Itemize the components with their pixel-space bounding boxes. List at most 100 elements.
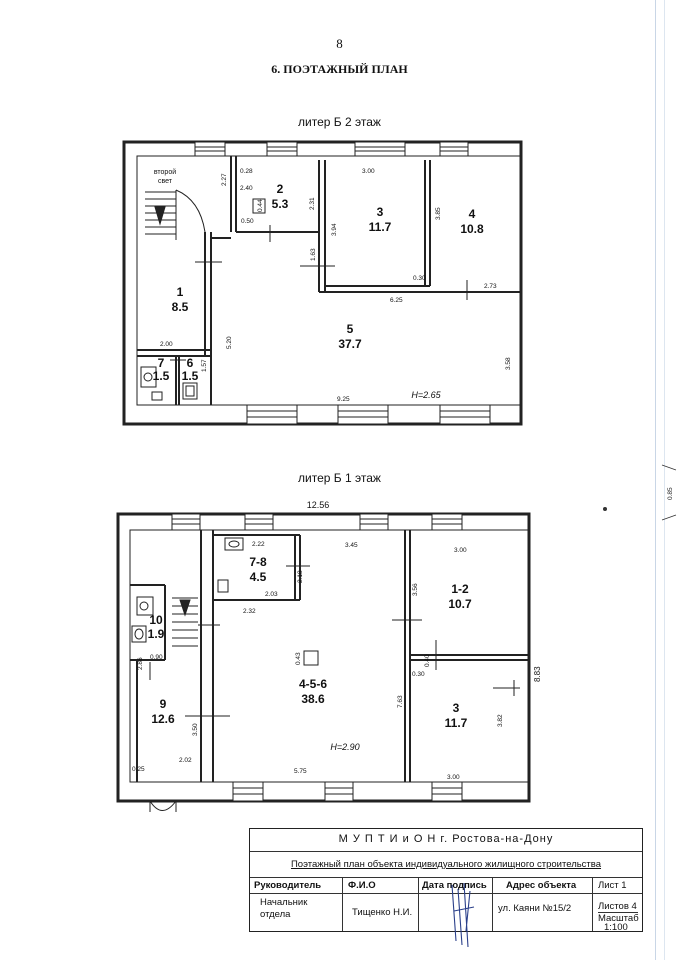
floor1-windows (171, 513, 463, 802)
dim: 0.90 (150, 654, 163, 661)
title-block: М У П Т И и О Н г. Ростова-на-Дону Поэта… (249, 828, 643, 948)
scale-label: Масштаб (598, 913, 639, 924)
floor1-room-3-num: 3 (453, 701, 460, 715)
dim: 3.94 (331, 223, 338, 236)
dim: 3.56 (412, 583, 419, 596)
floor2-internal-walls (137, 156, 521, 405)
floor2-room-5-num: 5 (347, 322, 354, 336)
dim: 3.85 (435, 207, 442, 220)
dim: 1.57 (201, 359, 208, 372)
dim: 5.20 (226, 336, 233, 349)
floor2-note-line2: свет (158, 178, 173, 185)
dim: 0.25 (132, 766, 145, 773)
dim: 6.25 (390, 297, 403, 304)
dim: 2.73 (484, 283, 497, 290)
floor2-room-7-num: 7 (158, 356, 165, 370)
floor2-room-1-num: 1 (177, 285, 184, 299)
dim: 2.31 (309, 197, 316, 210)
floor1-room-10-num: 10 (149, 613, 163, 627)
dim: 3.82 (497, 714, 504, 727)
side-mark-value: 0.85 (667, 487, 674, 500)
floor1-overall-width: 12.56 (307, 500, 330, 510)
floor2-room-6-area: 1.5 (182, 369, 199, 383)
binding-margin-line-secondary (664, 0, 665, 960)
floor1-room-456-num: 4-5-6 (299, 677, 327, 691)
floor1-title: литер Б 1 этаж (298, 471, 381, 485)
role-line1: Начальник (260, 897, 308, 908)
title-block-org-row: М У П Т И и О Н г. Ростова-на-Дону (250, 829, 642, 852)
dim: 2.86 (137, 657, 144, 670)
dim: 2.18 (297, 570, 304, 583)
dim: 0.30 (412, 671, 425, 678)
floor1-stair (172, 597, 198, 647)
title-block-subject-row: Поэтажный план объекта индивидуального ж… (250, 851, 642, 878)
floor1-room-78-num: 7-8 (249, 555, 267, 569)
sheets-total: Листов 4 (598, 901, 638, 913)
floor1-room-labels: 7-8 4.5 10 1.9 9 12.6 4-5-6 38.6 1-2 10.… (148, 500, 472, 752)
floor1-room-9-area: 12.6 (151, 712, 175, 726)
floor2-room-7-area: 1.5 (153, 369, 170, 383)
object-address: ул. Каяни №15/2 (498, 903, 572, 914)
page-number: 8 (336, 36, 343, 51)
floor2-title: литер Б 2 этаж (298, 115, 381, 129)
floor2-room-5-area: 37.7 (338, 337, 362, 351)
floor1-room-9-num: 9 (160, 697, 167, 711)
dim: 7.63 (397, 695, 404, 708)
binding-margin-line (655, 0, 656, 960)
sheet-number: Лист 1 (598, 880, 627, 891)
dim: 3.45 (345, 542, 358, 549)
dim: 0.44 (257, 199, 264, 212)
floor1-room-12-num: 1-2 (451, 582, 469, 596)
dim: 2.32 (243, 608, 256, 615)
floor2-plan (122, 140, 523, 426)
dim: 0.40 (424, 654, 431, 667)
floor2-dimensions: 2.27 0.28 2.40 0.44 0.50 2.31 3.00 3.94 … (160, 168, 512, 403)
floor1-overall-height: 8.83 (533, 666, 542, 682)
title-block-header-row: Руководитель Ф.И.О Дата подпись Адрес об… (250, 877, 642, 894)
floor2-note-line1: второй (154, 168, 176, 176)
floor2-stair (145, 189, 206, 240)
signature (451, 882, 475, 948)
floor2-room-3-num: 3 (377, 205, 384, 219)
floor2-room-2-area: 5.3 (272, 197, 289, 211)
section-heading: 6. ПОЭТАЖНЫЙ ПЛАН (271, 62, 408, 76)
dim: 2.03 (265, 591, 278, 598)
dim: 2.00 (160, 341, 173, 348)
floor2-room-labels: 1 8.5 2 5.3 3 11.7 4 10.8 5 37.7 6 1.5 7… (153, 168, 484, 400)
hdr-fio: Ф.И.О (348, 880, 376, 891)
floor1-room-12-area: 10.7 (448, 597, 472, 611)
floor1-dimensions: 2.22 3.45 3.00 2.18 2.03 3.56 2.32 2.86 … (132, 541, 542, 781)
dim: 3.00 (454, 547, 467, 554)
hdr-address: Адрес объекта (506, 880, 577, 891)
dim: 3.00 (447, 774, 460, 781)
floor2-room-3-area: 11.7 (369, 220, 392, 234)
dim: 2.22 (252, 541, 265, 548)
floor1-room-3-area: 11.7 (445, 716, 468, 730)
role-line2: отдела (260, 909, 291, 920)
dim: 1.63 (310, 248, 317, 261)
dim: 3.50 (192, 723, 199, 736)
dim: 5.75 (294, 768, 307, 775)
floor2-height-label: H=2.65 (411, 390, 441, 400)
side-mark: 0.85 (661, 464, 677, 521)
fio-value: Тищенко Н.И. (352, 907, 413, 918)
floor2-room-2-num: 2 (277, 182, 284, 196)
dim: 3.58 (505, 357, 512, 370)
floor1-room-10-area: 1.9 (148, 627, 165, 641)
dim: 2.40 (240, 185, 253, 192)
dim: 9.25 (337, 396, 350, 403)
floor2-room-6-num: 6 (187, 356, 194, 370)
dim: 0.28 (240, 168, 253, 175)
org-name: М У П Т И и О Н г. Ростова-на-Дону (338, 833, 554, 845)
floor1-height-label: H=2.90 (330, 742, 359, 752)
floor2-room-4-area: 10.8 (460, 222, 484, 236)
hdr-role: Руководитель (254, 880, 322, 891)
dim: 3.00 (362, 168, 375, 175)
dim: 0.30 (413, 275, 426, 282)
floor1-room-456-area: 38.6 (301, 692, 325, 706)
dim: 2.27 (221, 173, 228, 186)
scan-dot (603, 507, 607, 511)
scale-value: 1:100 (604, 922, 628, 933)
hdr-date-signature: Дата подпись (422, 880, 487, 891)
